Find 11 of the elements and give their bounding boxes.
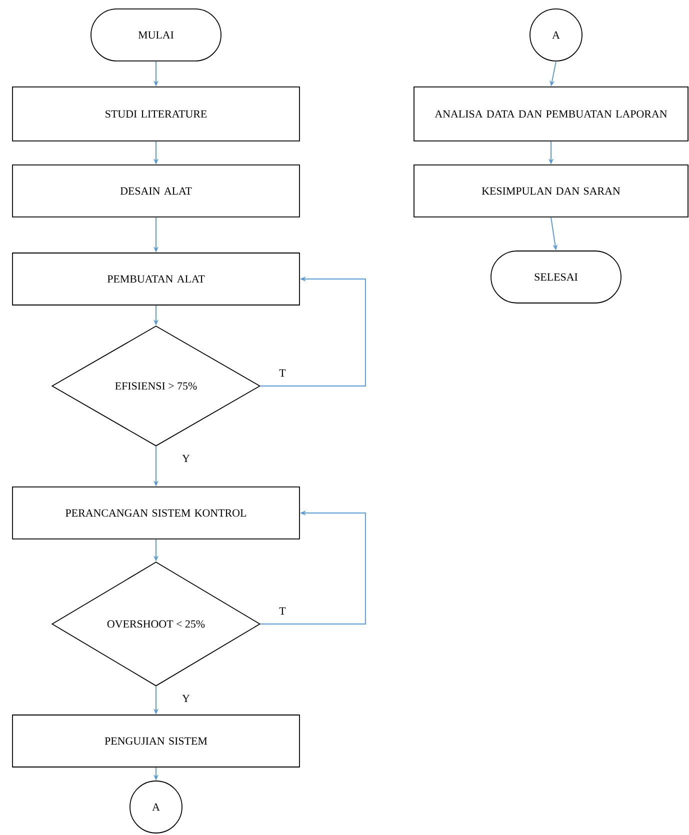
process-box: PERANCANGAN SISTEM KONTROL xyxy=(12,486,300,540)
edge-label: T xyxy=(278,368,287,378)
process-box: STUDI LITERATURE xyxy=(12,86,300,142)
process-box: PENGUJIAN SISTEM xyxy=(12,714,300,768)
process-box: KESIMPULAN DAN SARAN xyxy=(414,164,688,218)
edge-label: T xyxy=(278,606,287,616)
edge-label: Y xyxy=(181,694,191,704)
process-box: PEMBUATAN ALAT xyxy=(12,252,300,306)
process-box: DESAIN ALAT xyxy=(12,164,300,218)
edge-label: Y xyxy=(181,454,191,464)
process-box: ANALISA DATA DAN PEMBUATAN LAPORAN xyxy=(414,86,688,142)
